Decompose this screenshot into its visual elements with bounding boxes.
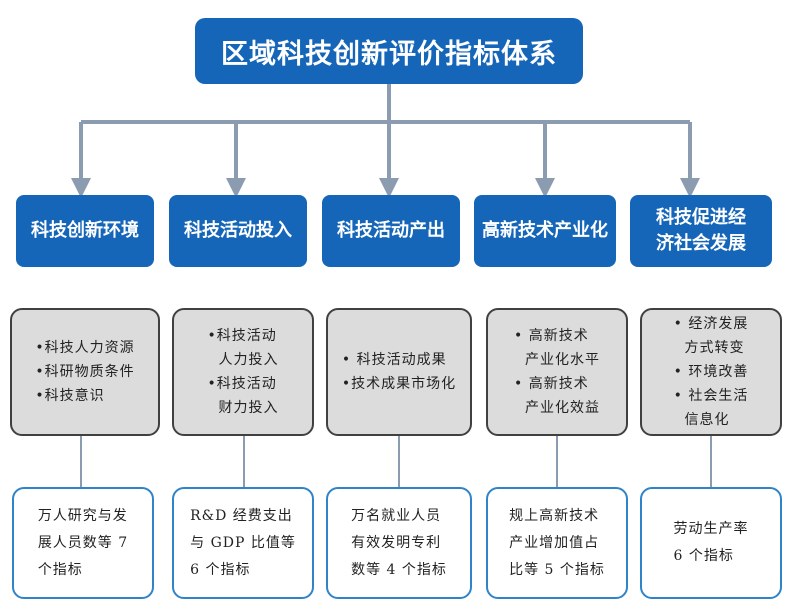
sub-item: 产业化水平 [514,352,600,368]
indicator-activity-input: R&D 经费支出 与 GDP 比值等 6 个指标 [172,487,314,599]
sub-item: 方式转变 [673,340,745,356]
sub-items-innovation-environment: •科技人力资源 •科研物质条件 •科技意识 [10,308,160,436]
category-label: 高新技术产业化 [482,219,608,241]
category-activity-output: 科技活动产出 [322,195,460,267]
diagram-title: 区域科技创新评价指标体系 [195,18,583,84]
sub-item: •科研物质条件 [35,364,135,380]
sub-items-activity-input: •科技活动 人力投入 •科技活动 财力投入 [172,308,314,436]
indicator-line: 产业增加值占 [509,534,600,551]
sub-item: • 高新技术 [514,328,589,344]
sub-item: •科技人力资源 [35,340,135,356]
indicator-activity-output: 万名就业人员 有效发明专利 数等 4 个指标 [326,487,472,599]
category-activity-input: 科技活动投入 [169,195,307,267]
indicator-innovation-environment: 万人研究与发 展人员数等 7 个指标 [12,487,154,599]
indicator-line: 6 个指标 [673,548,734,564]
category-label-line: 科技促进经 [656,206,746,228]
indicator-socioeconomic-development: 劳动生产率 6 个指标 [640,487,782,599]
sub-items-high-tech-industrialization: • 高新技术 产业化水平 • 高新技术 产业化效益 [486,308,628,436]
sub-item: •科技意识 [35,388,105,404]
category-innovation-environment: 科技创新环境 [16,195,154,267]
indicator-line: 6 个指标 [190,561,251,578]
category-label: 科技创新环境 [31,219,139,241]
sub-item: 财力投入 [207,400,279,416]
sub-item: •科技活动 [207,376,277,392]
sub-item: • 经济发展 [673,316,749,332]
sub-item: 人力投入 [207,352,279,368]
indicator-line: 万人研究与发 [37,507,128,524]
sub-item: •技术成果市场化 [341,376,457,392]
category-label: 科技活动投入 [184,219,292,241]
indicator-line: 数等 4 个指标 [351,561,447,578]
indicator-line: 与 GDP 比值等 [190,534,296,551]
indicator-line: 有效发明专利 [351,534,442,551]
indicator-line: 展人员数等 7 [37,534,129,551]
category-label: 科技活动产出 [337,219,445,241]
sub-item: • 科技活动成果 [341,352,447,368]
category-socioeconomic-development: 科技促进经 济社会发展 [630,195,772,267]
indicator-high-tech-industrialization: 规上高新技术 产业增加值占 比等 5 个指标 [486,487,628,599]
category-label-line: 济社会发展 [656,233,746,254]
indicator-line: R&D 经费支出 [190,507,293,524]
sub-item: • 社会生活 [673,388,749,404]
sub-item: 产业化效益 [514,400,600,416]
sub-item: •科技活动 [207,328,277,344]
sub-items-socioeconomic-development: • 经济发展 方式转变 • 环境改善 • 社会生活 信息化 [640,308,782,436]
category-high-tech-industrialization: 高新技术产业化 [474,195,616,267]
sub-items-activity-output: • 科技活动成果 •技术成果市场化 [326,308,472,436]
indicator-line: 规上高新技术 [509,507,600,524]
indicator-line: 比等 5 个指标 [509,561,605,578]
indicator-line: 劳动生产率 [673,521,749,537]
sub-item: • 环境改善 [673,364,749,380]
sub-item: 信息化 [673,412,730,428]
sub-item: • 高新技术 [514,376,589,392]
indicator-line: 万名就业人员 [351,507,442,524]
indicator-line: 个指标 [37,561,83,578]
